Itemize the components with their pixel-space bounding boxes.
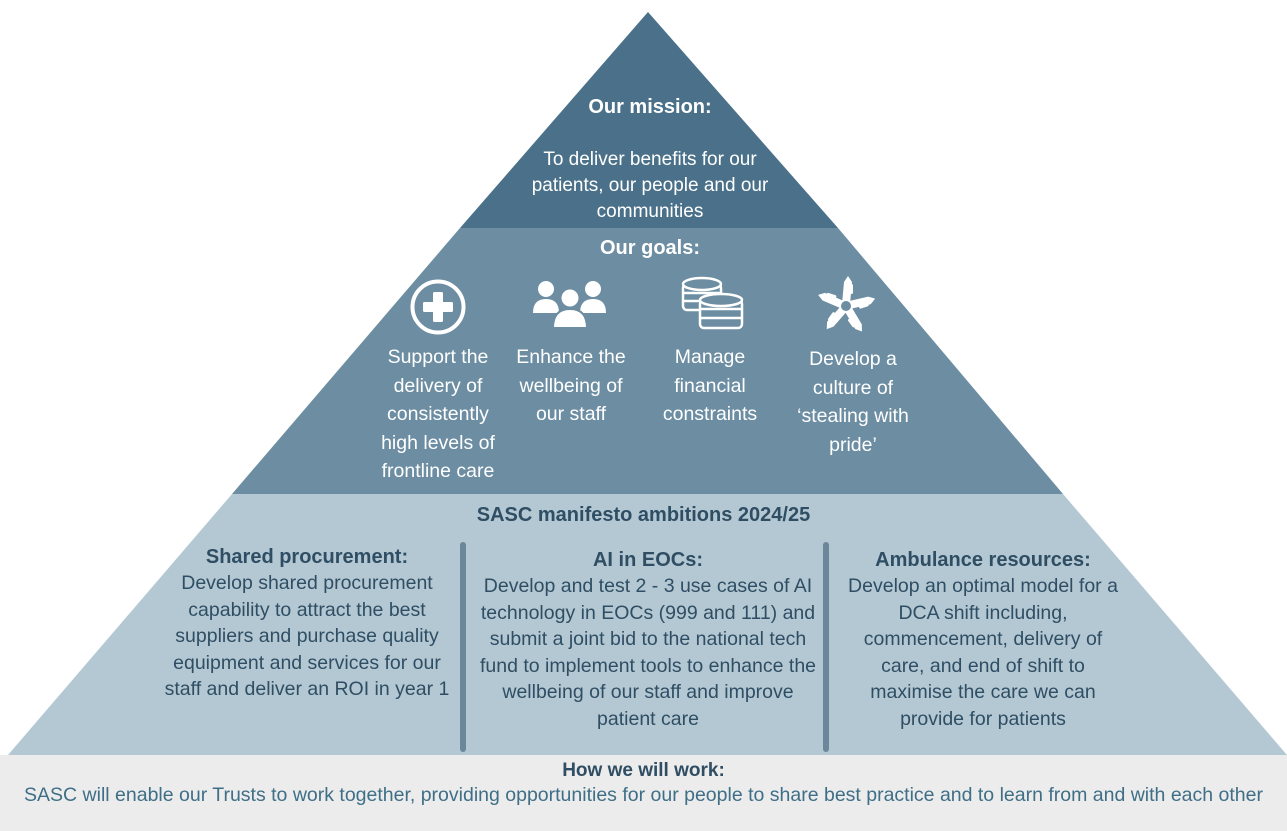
column-divider <box>823 542 829 752</box>
ambition-body: Develop shared procurement capability to… <box>164 572 450 700</box>
ambition-title: AI in EOCs: <box>592 549 703 571</box>
ambition-body: Develop an optimal model for a DCA shift… <box>848 575 1118 730</box>
ambition-title: Shared procurement: <box>205 546 409 568</box>
ambition-shared-procurement: Shared procurement: Develop shared procu… <box>162 545 452 703</box>
goal-label: Manage financial constraints <box>662 346 758 425</box>
column-divider <box>460 542 466 752</box>
people-group-icon <box>533 281 606 329</box>
goal-label: Develop a culture of ‘stealing with prid… <box>797 348 909 456</box>
mission-heading: Our mission: <box>588 96 712 118</box>
medical-cross-icon <box>410 279 466 335</box>
mission-text: To deliver benefits for our patients, ou… <box>531 149 769 222</box>
how-we-work-band <box>0 755 1287 831</box>
how-we-work-text: SASC will enable our Trusts to work toge… <box>24 784 1263 806</box>
ambitions-heading: SASC manifesto ambitions 2024/25 <box>476 504 811 526</box>
ambition-title: Ambulance resources: <box>875 549 1091 571</box>
ambition-body: Develop and test 2 - 3 use cases of AI t… <box>479 575 817 730</box>
pyramid-bottom-tier <box>8 494 1287 755</box>
goal-label: Support the delivery of consistently hig… <box>381 346 495 482</box>
pyramid-top-tier <box>460 12 838 228</box>
goal-label: Enhance the wellbeing of our staff <box>516 346 626 425</box>
ambition-ai-in-eocs: AI in EOCs: Develop and test 2 - 3 use c… <box>472 548 824 732</box>
goals-heading: Our goals: <box>599 237 700 259</box>
joined-hands-icon <box>818 276 876 332</box>
coin-stacks-icon <box>681 276 744 330</box>
ambition-ambulance-resources: Ambulance resources: Develop an optimal … <box>840 548 1126 732</box>
how-we-work-heading: How we will work: <box>562 760 725 781</box>
